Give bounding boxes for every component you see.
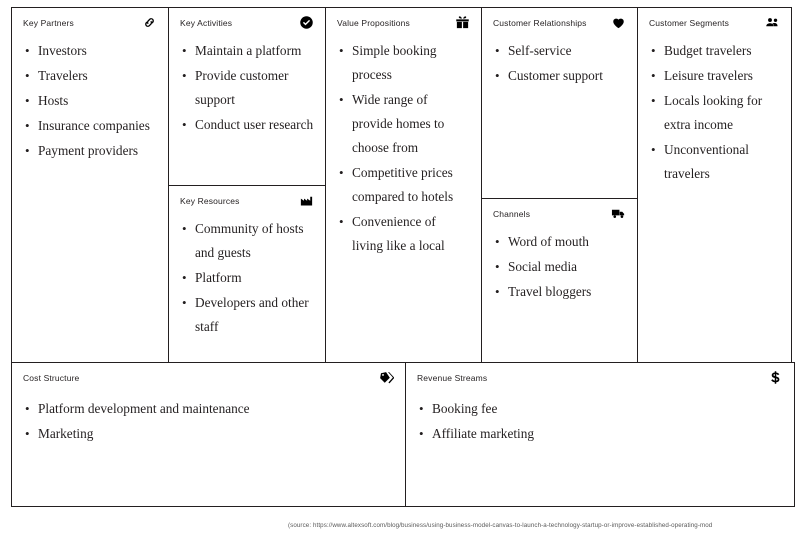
block-header: Cost Structure bbox=[23, 370, 394, 388]
block-key-partners[interactable]: Key Partners Investors Travelers Hosts I… bbox=[11, 7, 169, 363]
list-item: Travelers bbox=[23, 64, 157, 88]
block-customer-relationships[interactable]: Customer Relationships Self-service Cust… bbox=[481, 7, 638, 199]
canvas-bottom-row: Cost Structure Platform development and … bbox=[11, 362, 795, 507]
list-item: Developers and other staff bbox=[180, 291, 314, 339]
block-key-activities[interactable]: Key Activities Maintain a platform Provi… bbox=[168, 7, 326, 186]
block-header: Value Propositions bbox=[337, 15, 470, 33]
item-list-value-propositions: Simple booking process Wide range of pro… bbox=[337, 39, 470, 258]
list-item: Marketing bbox=[23, 422, 394, 446]
column-key-partners: Key Partners Investors Travelers Hosts I… bbox=[11, 7, 169, 363]
heart-icon bbox=[611, 15, 626, 30]
list-item: Budget travelers bbox=[649, 39, 780, 63]
list-item: Word of mouth bbox=[493, 230, 626, 254]
list-item: Platform bbox=[180, 266, 314, 290]
list-item: Affiliate marketing bbox=[417, 422, 783, 446]
block-header: Revenue Streams bbox=[417, 370, 783, 388]
block-header: Customer Relationships bbox=[493, 17, 626, 33]
block-title-customer-segments: Customer Segments bbox=[649, 18, 730, 28]
block-title-customer-relationships: Customer Relationships bbox=[493, 18, 587, 28]
list-item: Self-service bbox=[493, 39, 626, 63]
list-item: Simple booking process bbox=[337, 39, 470, 87]
block-title-key-partners: Key Partners bbox=[23, 18, 74, 28]
list-item: Provide customer support bbox=[180, 64, 314, 112]
block-value-propositions[interactable]: Value Propositions Simple booking proces… bbox=[325, 7, 482, 363]
item-list-revenue-streams: Booking fee Affiliate marketing bbox=[417, 397, 783, 446]
truck-icon bbox=[611, 206, 626, 221]
price-tag-icon bbox=[379, 370, 394, 385]
block-channels[interactable]: Channels Word of mouth Social media Trav… bbox=[481, 198, 638, 363]
list-item: Conduct user research bbox=[180, 113, 314, 137]
column-value-propositions: Value Propositions Simple booking proces… bbox=[325, 7, 482, 363]
column-relationships-channels: Customer Relationships Self-service Cust… bbox=[481, 7, 638, 363]
block-title-cost-structure: Cost Structure bbox=[23, 373, 80, 383]
list-item: Locals looking for extra income bbox=[649, 89, 780, 137]
list-item: Payment providers bbox=[23, 139, 157, 163]
block-header: Key Partners bbox=[23, 17, 157, 33]
list-item: Customer support bbox=[493, 64, 626, 88]
canvas-top-row: Key Partners Investors Travelers Hosts I… bbox=[11, 7, 795, 363]
list-item: Unconventional travelers bbox=[649, 138, 780, 186]
item-list-key-activities: Maintain a platform Provide customer sup… bbox=[180, 39, 314, 137]
business-model-canvas: Key Partners Investors Travelers Hosts I… bbox=[11, 7, 795, 508]
list-item: Insurance companies bbox=[23, 114, 157, 138]
factory-icon bbox=[299, 193, 314, 208]
dollar-sign-icon bbox=[768, 370, 783, 385]
list-item: Booking fee bbox=[417, 397, 783, 421]
list-item: Maintain a platform bbox=[180, 39, 314, 63]
block-cost-structure[interactable]: Cost Structure Platform development and … bbox=[11, 362, 406, 507]
source-caption: (source: https://www.altexsoft.com/blog/… bbox=[288, 522, 713, 529]
block-title-key-activities: Key Activities bbox=[180, 18, 233, 28]
item-list-key-partners: Investors Travelers Hosts Insurance comp… bbox=[23, 39, 157, 163]
gift-icon bbox=[455, 15, 470, 30]
users-icon bbox=[765, 15, 780, 30]
link-icon bbox=[142, 15, 157, 30]
check-circle-icon bbox=[299, 15, 314, 30]
list-item: Leisure travelers bbox=[649, 64, 780, 88]
block-title-value-propositions: Value Propositions bbox=[337, 18, 410, 28]
item-list-customer-segments: Budget travelers Leisure travelers Local… bbox=[649, 39, 780, 186]
list-item: Social media bbox=[493, 255, 626, 279]
list-item: Investors bbox=[23, 39, 157, 63]
block-revenue-streams[interactable]: Revenue Streams Booking fee Affiliate ma… bbox=[405, 362, 795, 507]
list-item: Travel bloggers bbox=[493, 280, 626, 304]
list-item: Hosts bbox=[23, 89, 157, 113]
block-header: Key Activities bbox=[180, 15, 314, 33]
block-title-channels: Channels bbox=[493, 209, 531, 219]
column-key-activities-resources: Key Activities Maintain a platform Provi… bbox=[168, 7, 326, 363]
block-header: Channels bbox=[493, 208, 626, 224]
column-customer-segments: Customer Segments Budget travelers Leisu… bbox=[637, 7, 792, 363]
list-item: Platform development and maintenance bbox=[23, 397, 394, 421]
block-header: Customer Segments bbox=[649, 17, 780, 33]
block-title-key-resources: Key Resources bbox=[180, 196, 240, 206]
block-title-revenue-streams: Revenue Streams bbox=[417, 373, 488, 383]
item-list-cost-structure: Platform development and maintenance Mar… bbox=[23, 397, 394, 446]
list-item: Competitive prices compared to hotels bbox=[337, 161, 470, 209]
block-header: Key Resources bbox=[180, 195, 314, 211]
block-key-resources[interactable]: Key Resources Community of hosts and gue… bbox=[168, 185, 326, 363]
list-item: Community of hosts and guests bbox=[180, 217, 314, 265]
item-list-key-resources: Community of hosts and guests Platform D… bbox=[180, 217, 314, 339]
item-list-customer-relationships: Self-service Customer support bbox=[493, 39, 626, 88]
item-list-channels: Word of mouth Social media Travel blogge… bbox=[493, 230, 626, 304]
list-item: Wide range of provide homes to choose fr… bbox=[337, 88, 470, 160]
block-customer-segments[interactable]: Customer Segments Budget travelers Leisu… bbox=[637, 7, 792, 363]
list-item: Convenience of living like a local bbox=[337, 210, 470, 258]
